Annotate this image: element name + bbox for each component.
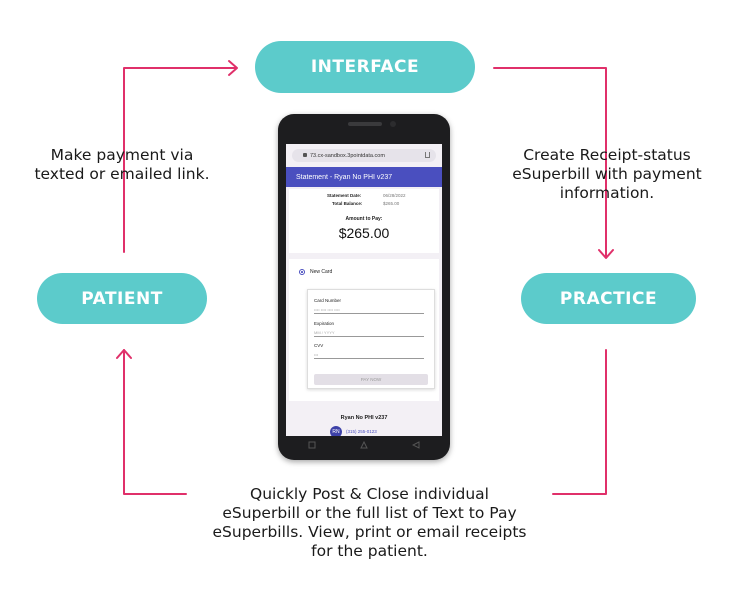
statement-summary-card: Statement Date: 06/28/2022 Total Balance…: [289, 189, 439, 253]
interface-node: INTERFACE: [255, 41, 475, 93]
arrow-patient-to-interface: [123, 67, 237, 253]
phone-mockup: 73.cx-sandbox.3pointdata.com Statement -…: [278, 114, 450, 460]
phone-screen: 73.cx-sandbox.3pointdata.com Statement -…: [286, 144, 442, 436]
new-card-radio[interactable]: [299, 269, 305, 275]
caption-interface-to-practice: Create Receipt-status eSuperbill with pa…: [497, 146, 717, 203]
caption-line: Create Receipt-status: [523, 146, 691, 164]
cvv-input[interactable]: •••: [314, 352, 424, 359]
new-card-label: New Card: [310, 269, 333, 275]
total-balance-label: Total Balance:: [332, 201, 363, 206]
statement-date-value: 06/28/2022: [383, 193, 406, 198]
url-text: 73.cx-sandbox.3pointdata.com: [310, 152, 385, 159]
arrow-practice-bottom-right: [552, 349, 607, 495]
caption-practice-to-patient: Quickly Post & Close individual eSuperbi…: [186, 485, 553, 561]
android-nav-bar: [286, 436, 442, 454]
arrowhead-interface: [228, 60, 238, 76]
amount-to-pay-label: Amount to Pay:: [345, 216, 383, 222]
caption-line: eSuperbill with payment: [512, 165, 702, 183]
arrowhead-patient: [116, 349, 132, 359]
arrow-interface-to-practice: [493, 67, 607, 258]
share-icon[interactable]: [425, 152, 430, 158]
back-icon[interactable]: [412, 441, 420, 449]
arrowhead-practice: [598, 249, 614, 259]
patient-phone-number[interactable]: (315) 255-0123: [346, 429, 377, 434]
patient-name: Ryan No PHI v237: [340, 415, 388, 421]
phone-camera: [390, 121, 396, 127]
caption-line: texted or emailed link.: [34, 165, 210, 183]
practice-node-label: PRACTICE: [559, 288, 658, 309]
caption-line: eSuperbills. View, print or email receip…: [212, 523, 527, 541]
statement-date-label: Statement Date:: [327, 193, 362, 198]
payment-card: New Card Card Number •••• •••• •••• ••••…: [289, 259, 439, 401]
interface-node-label: INTERFACE: [310, 57, 420, 77]
home-icon[interactable]: [360, 441, 368, 449]
expiration-input[interactable]: MM / YYYY: [314, 330, 424, 337]
recents-icon[interactable]: [308, 441, 316, 449]
statement-header: Statement - Ryan No PHI v237: [286, 167, 442, 187]
practice-node: PRACTICE: [521, 273, 696, 324]
caption-patient-to-interface: Make payment via texted or emailed link.: [22, 146, 222, 184]
cvv-label: CVV: [314, 343, 324, 348]
caption-line: information.: [559, 184, 655, 202]
total-balance-value: $265.00: [383, 201, 400, 206]
card-number-label: Card Number: [314, 298, 342, 303]
url-bar[interactable]: 73.cx-sandbox.3pointdata.com: [292, 149, 436, 162]
caption-line: Quickly Post & Close individual: [250, 485, 489, 503]
patient-node: PATIENT: [37, 273, 207, 324]
expiration-label: Expiration: [314, 321, 335, 326]
statement-title: Statement - Ryan No PHI v237: [296, 173, 393, 181]
patient-node-label: PATIENT: [81, 288, 163, 309]
arrow-bottom-left-to-patient: [123, 349, 187, 495]
caption-line: eSuperbill or the full list of Text to P…: [222, 504, 517, 522]
card-number-input[interactable]: •••• •••• •••• ••••: [314, 307, 424, 314]
amount-to-pay-value: $265.00: [338, 225, 390, 241]
card-form: Card Number •••• •••• •••• •••• Expirati…: [307, 289, 435, 389]
caption-line: Make payment via: [50, 146, 194, 164]
caption-line: for the patient.: [311, 542, 428, 560]
phone-speaker: [348, 122, 382, 126]
lock-icon: [303, 153, 307, 157]
avatar: RN: [330, 426, 342, 436]
pay-now-button[interactable]: PAY NOW: [314, 374, 428, 385]
